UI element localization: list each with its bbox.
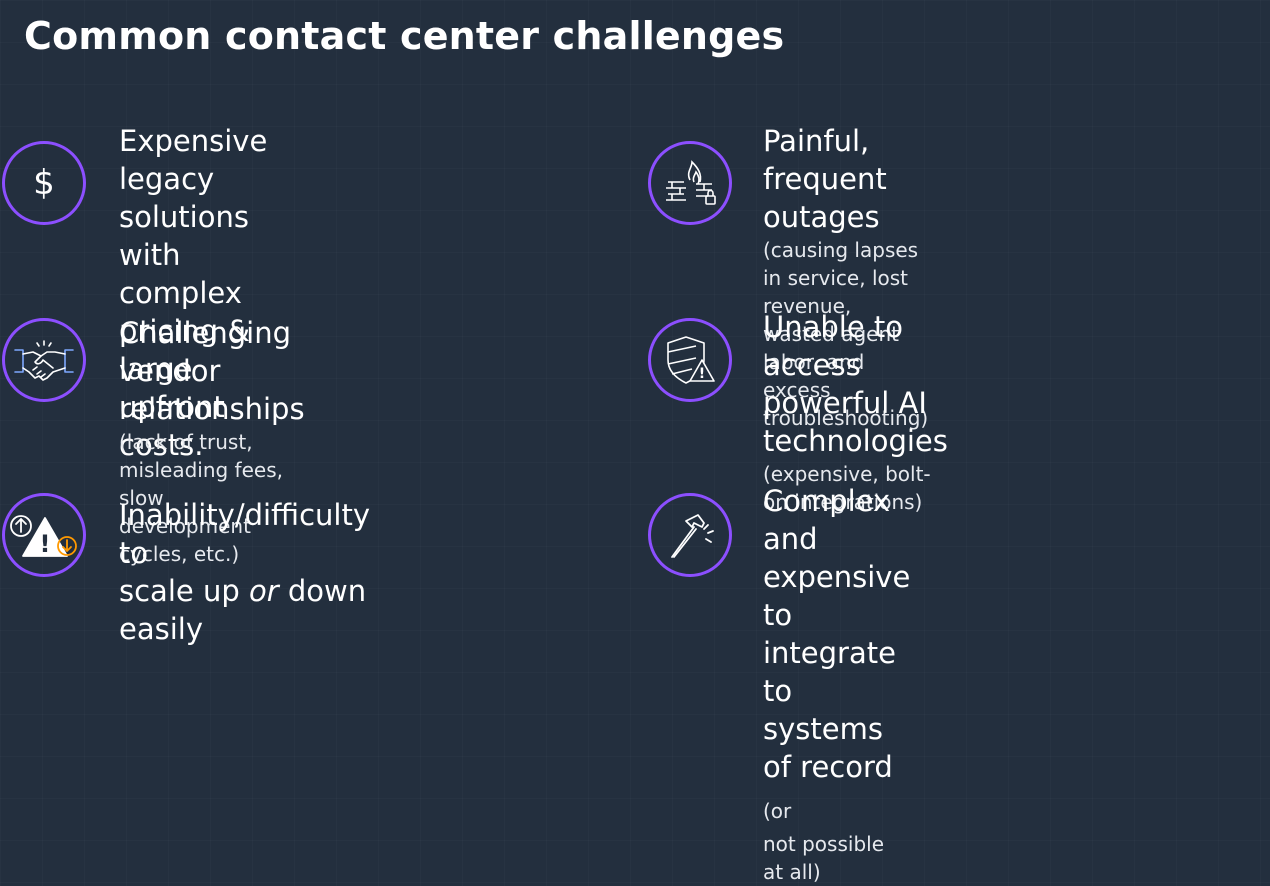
headline-emphasis: or — [248, 574, 279, 608]
challenge-headline: integrate to systems of record (or — [763, 634, 910, 830]
headline-part: Inability/difficulty to scale up — [119, 498, 371, 608]
hammer-icon — [671, 514, 714, 558]
challenge-headline: Expensive legacy solutions with complex … — [119, 124, 268, 462]
headline-line: Complex and expensive to — [763, 484, 911, 632]
headline-line: integrate to systems of record — [763, 636, 896, 784]
firewall-fire-icon-badge — [648, 141, 732, 225]
svg-text:!: ! — [699, 366, 705, 382]
challenge-detail: (causing lapses in service, lost revenue… — [763, 238, 929, 430]
firewall-fire-icon — [666, 160, 716, 205]
challenge-detail: (lack of trust, misleading fees, slow de… — [119, 430, 283, 566]
headline-suffix: (or — [763, 799, 792, 823]
shield-warning-icon: ! — [667, 336, 715, 384]
scale-warning-icon-badge: ! — [2, 493, 86, 577]
slide-title: Common contact center challenges — [24, 14, 785, 58]
challenge-headline: Challenging vendor relationships — [119, 316, 305, 426]
challenge-headline: Complex and expensive to — [763, 482, 910, 634]
svg-text:!: ! — [40, 530, 51, 558]
challenge-headline: Inability/difficulty to scale up or down… — [119, 496, 370, 648]
svg-text:$: $ — [33, 163, 55, 203]
dollar-icon: $ — [33, 163, 55, 203]
challenge-headline: Painful, frequent outages — [763, 124, 887, 234]
challenge-detail: not possible at all) — [763, 832, 884, 884]
challenge-detail: (expensive, bolt-on integrations) — [763, 462, 931, 514]
scale-warning-icon: ! — [10, 515, 77, 558]
handshake-icon — [14, 340, 74, 381]
shield-warning-icon-badge: ! — [648, 318, 732, 402]
challenge-headline: Unable to access powerful AI technologie… — [763, 310, 948, 458]
handshake-icon-badge — [2, 318, 86, 402]
hammer-icon-badge — [648, 493, 732, 577]
dollar-icon-badge: $ — [2, 141, 86, 225]
